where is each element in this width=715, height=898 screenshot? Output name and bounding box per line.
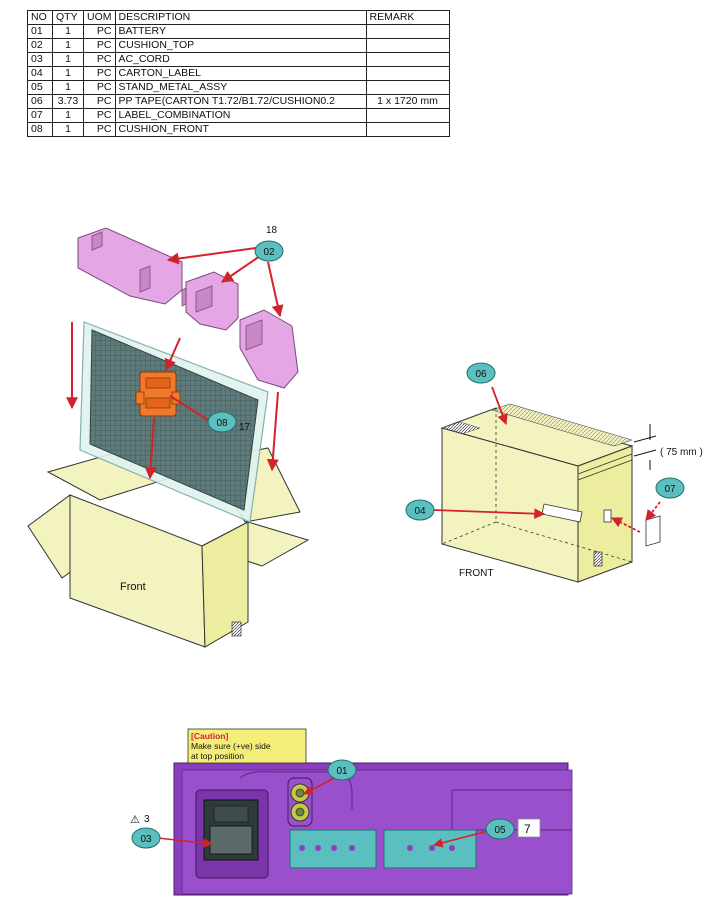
cell-qty: 1 xyxy=(52,52,84,67)
svg-text:06: 06 xyxy=(475,369,487,380)
warning-icon: ⚠ xyxy=(130,814,140,826)
callout-06: 06 xyxy=(466,362,496,384)
dimension-label: ( 75 mm ) xyxy=(660,447,703,458)
cell-no: 01 xyxy=(27,24,53,39)
open-carton-illustration xyxy=(27,447,310,648)
svg-text:02: 02 xyxy=(263,247,275,258)
caution-note: [Caution] Make sure (+ve) side at top po… xyxy=(187,728,307,764)
cell-uom: PC xyxy=(83,38,116,53)
assembly-arrows-right xyxy=(433,386,661,533)
cell-uom: PC xyxy=(83,24,116,39)
svg-text:03: 03 xyxy=(140,834,152,845)
cell-remark xyxy=(365,38,450,53)
cell-remark xyxy=(365,52,450,67)
callout-04: 04 xyxy=(405,499,435,521)
part-count-17: 17 xyxy=(239,422,251,433)
callout-03: 03 xyxy=(131,827,161,849)
cell-qty: 1 xyxy=(52,122,84,137)
front-label-left: Front xyxy=(120,581,146,593)
caution-title: [Caution] xyxy=(191,731,228,741)
cell-qty: 1 xyxy=(52,38,84,53)
cell-no: 04 xyxy=(27,66,53,81)
cell-remark xyxy=(365,80,450,95)
callout-07: 07 xyxy=(655,477,685,499)
cell-remark xyxy=(365,66,450,81)
cell-description: CARTON_LABEL xyxy=(114,66,367,81)
cell-description: AC_CORD xyxy=(114,52,367,67)
cell-no: 06 xyxy=(27,94,53,109)
caution-line-2: at top position xyxy=(191,751,244,761)
number-7: 7 xyxy=(524,822,531,836)
cell-description: LABEL_COMBINATION xyxy=(114,108,367,123)
callout-08: 08 xyxy=(207,411,237,433)
header-no: NO xyxy=(27,10,53,25)
cell-qty: 1 xyxy=(52,24,84,39)
front-label-right: FRONT xyxy=(459,568,493,579)
header-remark: REMARK xyxy=(365,10,450,25)
callout-02: 02 xyxy=(254,240,284,262)
table-header-row: NO QTY UOM DESCRIPTION REMARK xyxy=(27,10,450,25)
closed-carton-illustration xyxy=(440,403,661,583)
cell-uom: PC xyxy=(83,108,116,123)
cell-uom: PC xyxy=(83,122,116,137)
warning-number: 3 xyxy=(144,814,150,825)
svg-text:01: 01 xyxy=(336,766,348,777)
callout-01: 01 xyxy=(327,759,357,781)
cell-uom: PC xyxy=(83,66,116,81)
header-description: DESCRIPTION xyxy=(114,10,367,25)
cell-description: CUSHION_TOP xyxy=(114,38,367,53)
svg-text:04: 04 xyxy=(414,506,426,517)
svg-text:08: 08 xyxy=(216,418,228,429)
cell-remark xyxy=(365,24,450,39)
cell-uom: PC xyxy=(83,94,116,109)
cell-description: STAND_METAL_ASSY xyxy=(114,80,367,95)
cell-remark: 1 x 1720 mm xyxy=(365,94,450,109)
cell-no: 08 xyxy=(27,122,53,137)
part-count-18: 18 xyxy=(266,225,278,236)
cell-no: 07 xyxy=(27,108,53,123)
assembly-arrows-left xyxy=(66,247,284,480)
cell-no: 03 xyxy=(27,52,53,67)
svg-text:07: 07 xyxy=(664,484,676,495)
cell-uom: PC xyxy=(83,80,116,95)
cell-description: CUSHION_FRONT xyxy=(114,122,367,137)
cell-no: 02 xyxy=(27,38,53,53)
cell-qty: 1 xyxy=(52,66,84,81)
cell-qty: 3.73 xyxy=(52,94,84,109)
cell-uom: PC xyxy=(83,52,116,67)
caution-line-1: Make sure (+ve) side xyxy=(191,741,271,751)
cell-no: 05 xyxy=(27,80,53,95)
callout-05: 05 xyxy=(485,818,515,840)
cell-remark xyxy=(365,108,450,123)
cell-qty: 1 xyxy=(52,80,84,95)
cell-remark xyxy=(365,122,450,137)
header-qty: QTY xyxy=(52,10,84,25)
assembly-arrows-bottom xyxy=(157,777,489,848)
svg-text:05: 05 xyxy=(494,825,506,836)
header-uom: UOM xyxy=(83,10,116,25)
cell-qty: 1 xyxy=(52,108,84,123)
cell-description: PP TAPE(CARTON T1.72/B1.72/CUSHION0.2 xyxy=(114,94,367,109)
tv-panel xyxy=(79,321,269,523)
back-panel-illustration xyxy=(173,762,573,896)
dimension-marker xyxy=(633,424,657,470)
cushion-top-parts xyxy=(77,227,299,389)
number-box-7 xyxy=(517,818,541,838)
cushion-front-part xyxy=(135,371,181,417)
cell-description: BATTERY xyxy=(114,24,367,39)
